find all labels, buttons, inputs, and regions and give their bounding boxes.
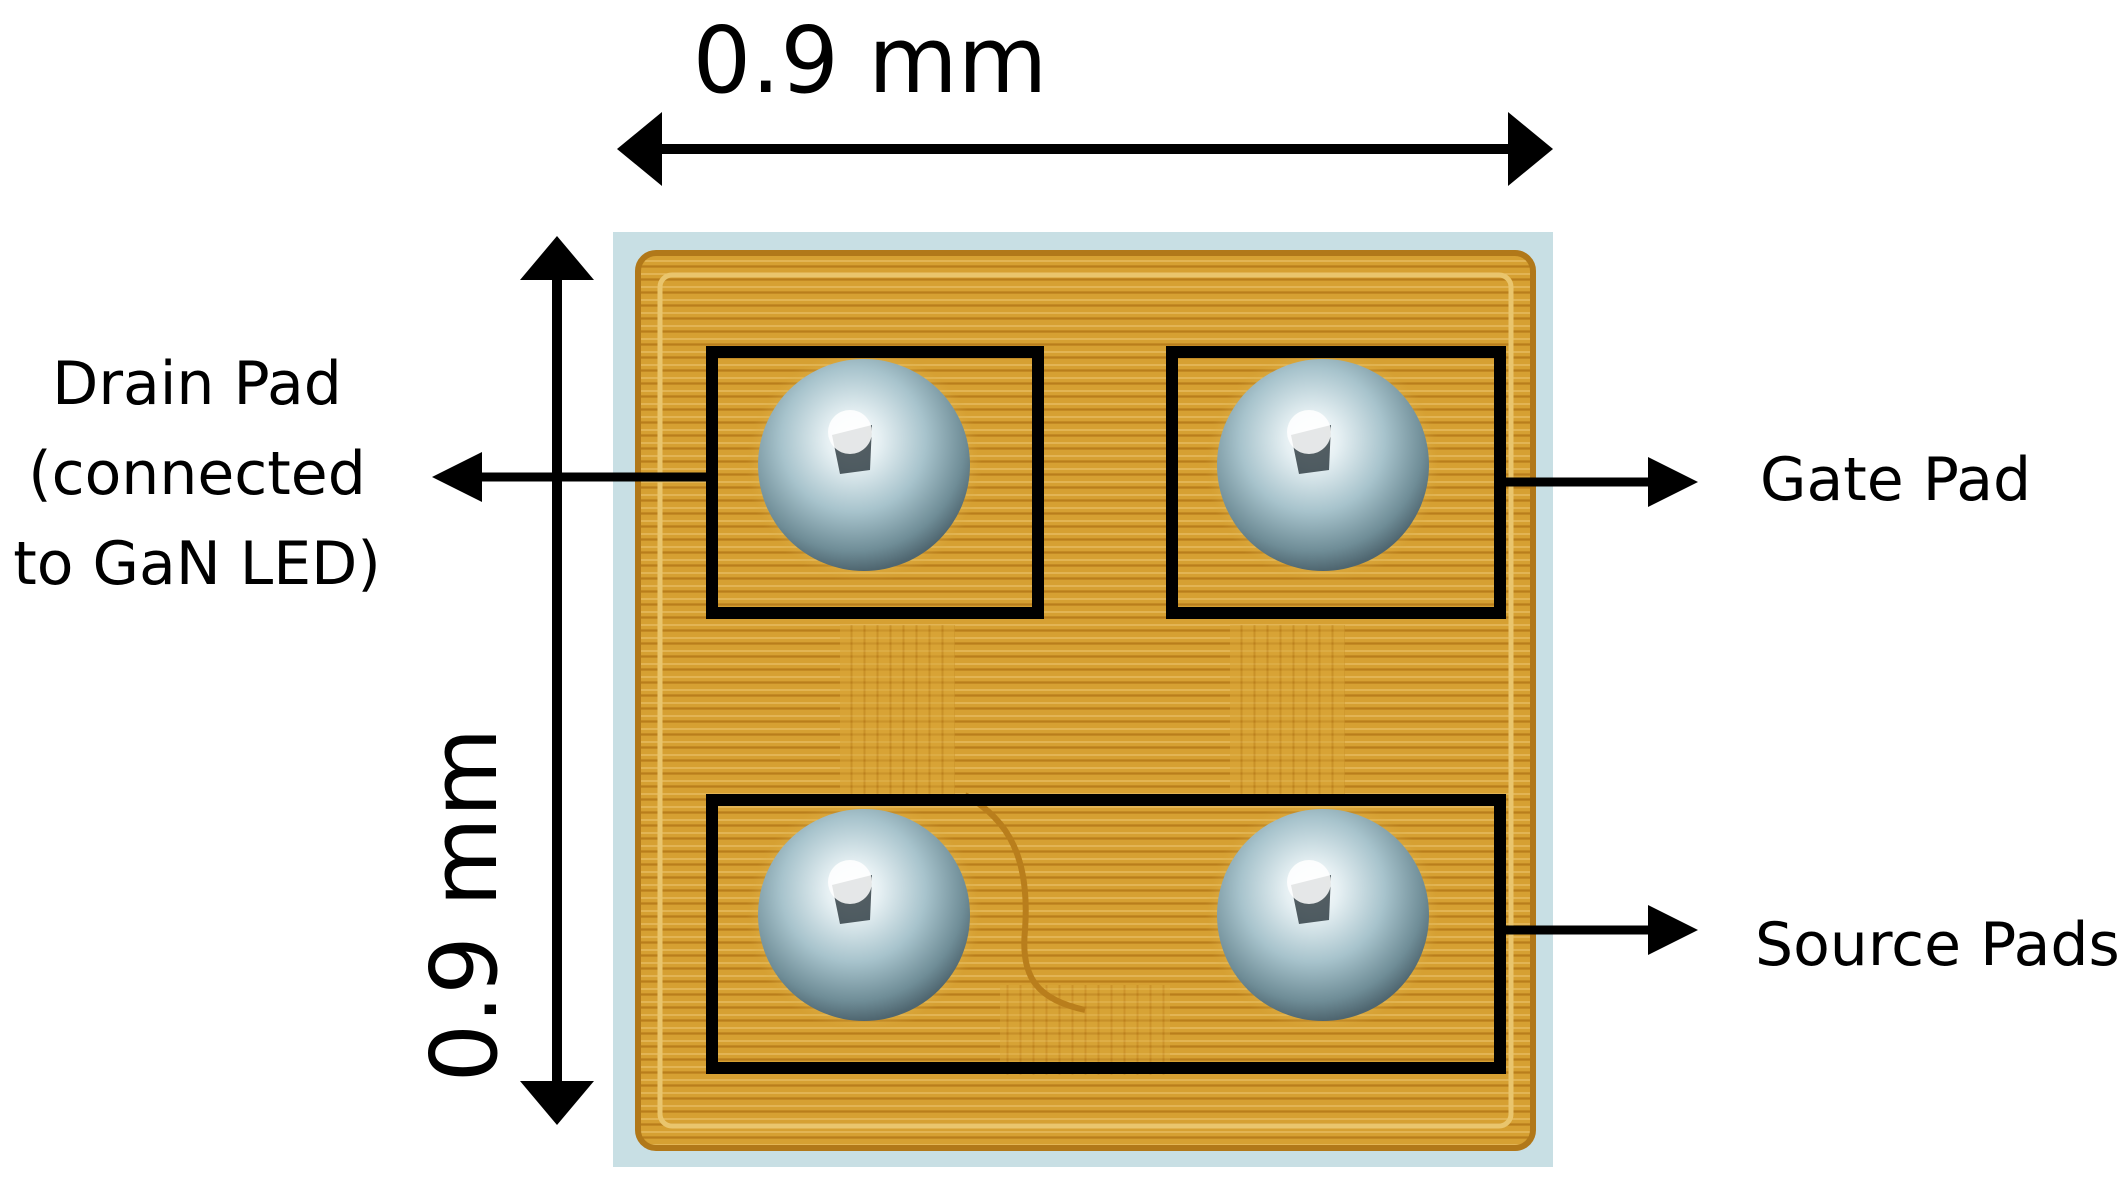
source-pads-arrow <box>1506 905 1698 955</box>
gate-pad-arrow <box>1506 457 1698 507</box>
trace-path <box>963 792 1086 1013</box>
source-pads-box <box>706 794 1506 1074</box>
drain-pad-arrow <box>432 452 712 502</box>
solder-ball <box>746 797 982 1033</box>
solder-ball <box>746 347 982 583</box>
solder-ball <box>1205 797 1441 1033</box>
chip <box>613 232 1553 1167</box>
trace-block <box>1230 625 1345 795</box>
gate-pad-box <box>1166 346 1506 619</box>
dimension-top-arrow <box>617 112 1553 186</box>
chip-inner-frame <box>657 272 1514 1129</box>
solder-ball <box>1205 347 1441 583</box>
dimension-left-label: 0.9 mm <box>411 728 518 1083</box>
trace-block <box>1000 985 1170 1075</box>
dimension-left-arrow <box>520 236 594 1125</box>
dimension-top-label: 0.9 mm <box>693 7 1048 114</box>
source-pads-label: Source Pads <box>1755 910 2120 980</box>
trace-block <box>840 625 955 795</box>
drain-label-line1: Drain Pad <box>52 349 342 419</box>
drain-pad-label: Drain Pad (connected to GaN LED) <box>13 349 380 599</box>
gate-pad-label: Gate Pad <box>1760 445 2031 515</box>
drain-label-line3: to GaN LED) <box>13 529 380 599</box>
drain-label-line2: (connected <box>28 439 366 509</box>
drain-pad-box <box>706 346 1044 619</box>
